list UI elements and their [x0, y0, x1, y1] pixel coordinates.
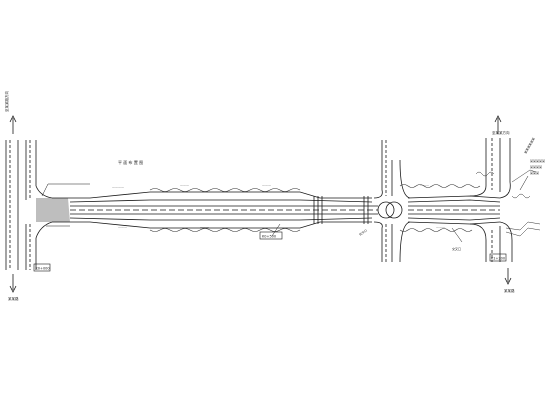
svg-text:————: ———— — [112, 185, 124, 189]
svg-text:———: ——— — [118, 225, 127, 229]
svg-text:———: ——— — [200, 225, 209, 229]
right-road-top-label: 至某某方向 — [492, 130, 510, 135]
mid-station-tag: K0+500 — [259, 231, 283, 240]
dimension-ticks: ———— ——— ——— ——— ——— ——— ——— — [112, 183, 445, 229]
svg-text:某某某: 某某某 — [530, 170, 539, 175]
left-junction-hatch — [36, 198, 70, 222]
right-cross-road — [469, 138, 513, 262]
svg-text:某某某某: 某某某某 — [530, 164, 542, 169]
right-junction-hatch — [475, 169, 541, 237]
middle-right-cross-road — [373, 140, 411, 263]
svg-text:K0+000: K0+000 — [36, 267, 50, 271]
right-road-direction-arrows — [494, 115, 512, 285]
svg-text:K1+200: K1+200 — [491, 257, 505, 261]
svg-text:某某某某某: 某某某某某 — [530, 158, 545, 163]
svg-text:———: ——— — [180, 183, 189, 187]
annotations — [41, 175, 529, 243]
left-road-top-label: 至某某路方向 — [4, 91, 9, 112]
culvert-marks — [313, 196, 369, 224]
svg-text:K0+500: K0+500 — [262, 235, 276, 239]
svg-text:———: ——— — [436, 225, 445, 229]
right-station-tag: K1+200 — [489, 253, 507, 262]
left-cross-road — [5, 140, 53, 270]
left-station-tag: K0+000 — [33, 263, 51, 272]
left-road-direction-arrows — [9, 115, 17, 293]
svg-text:———: ——— — [262, 183, 271, 187]
junction-left-label: 交叉口 — [358, 228, 368, 237]
junction-right-label: 交叉口 — [452, 246, 461, 251]
title-note: 平 面 布 置 图 — [118, 159, 143, 165]
svg-text:———: ——— — [420, 183, 429, 187]
left-road-bottom-label: 某某路 — [8, 296, 19, 301]
right-road-bottom-label: 某某路 — [504, 288, 515, 293]
